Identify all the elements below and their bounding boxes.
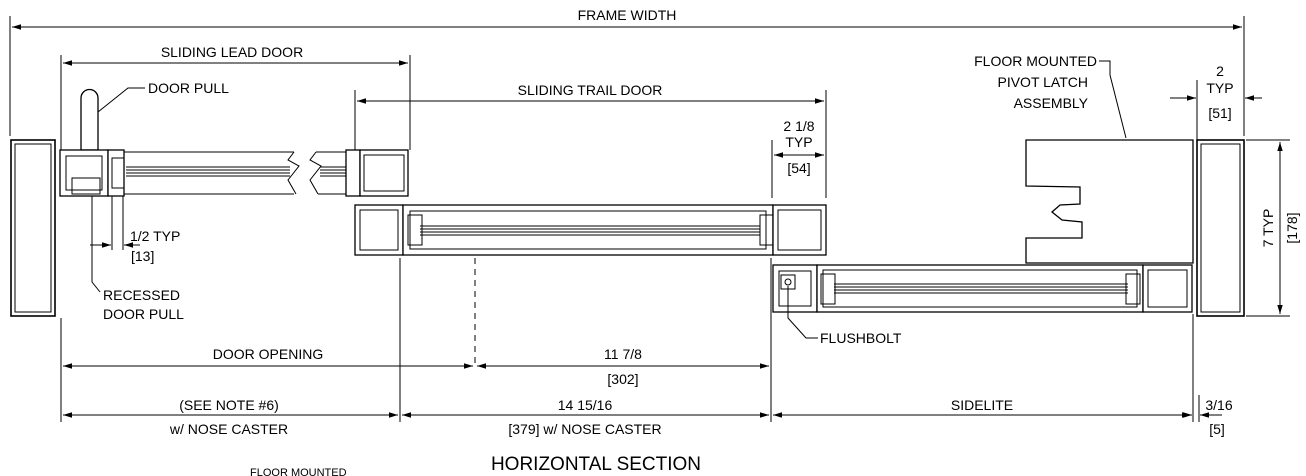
dim-5-label: [5]	[1209, 421, 1225, 437]
frame-width-dimension: FRAME WIDTH	[9, 7, 1245, 136]
door-pull: DOOR PULL	[80, 80, 229, 151]
dim-11-78-label: 11 7/8	[604, 346, 642, 362]
seven-mm-label: [178]	[1284, 212, 1300, 243]
dim-316-label: 3/16	[1205, 397, 1232, 413]
dim-14-label: 14 15/16	[558, 397, 613, 413]
two-eighth-typ-dimension: 2 1/8 TYP [54]	[771, 118, 824, 198]
door-pull-label: DOOR PULL	[148, 80, 229, 96]
seven-typ-dimension: 7 TYP [178]	[1246, 139, 1300, 317]
nose-caster-label: w/ NOSE CASTER	[169, 421, 288, 437]
frame-width-label: FRAME WIDTH	[578, 7, 677, 23]
sliding-trail-door-panel	[354, 204, 827, 256]
recessed-label-1: RECESSED	[103, 287, 180, 303]
typ2-label-a: 2	[1216, 63, 1224, 79]
seven-typ-label: 7 TYP	[1260, 209, 1276, 248]
recessed-door-pull-callout: RECESSED DOOR PULL	[91, 196, 184, 322]
typ2-label-b: TYP	[1206, 80, 1233, 96]
sliding-lead-door-panel	[59, 149, 409, 197]
caster-dimensions: (SEE NOTE #6) w/ NOSE CASTER 14 15/16 [3…	[63, 395, 1233, 437]
half-typ-dimension: 1/2 TYP [13]	[90, 196, 180, 264]
floor-pivot-latch: FLOOR MOUNTED PIVOT LATCH ASSEMBLY	[974, 53, 1194, 264]
recessed-label-2: DOOR PULL	[103, 306, 184, 322]
lower-extension-lines	[60, 258, 1194, 422]
sliding-trail-door-dimension: SLIDING TRAIL DOOR	[354, 82, 827, 198]
section-title: HORIZONTAL SECTION	[491, 454, 701, 475]
typ218-label-b: TYP	[785, 134, 812, 150]
floor-latch-label-1: FLOOR MOUNTED	[974, 53, 1097, 69]
door-opening-label: DOOR OPENING	[213, 346, 323, 362]
left-jamb-inner	[14, 143, 52, 313]
typ2-label-c: [51]	[1208, 105, 1231, 121]
left-jamb	[10, 139, 56, 317]
typ218-label-c: [54]	[787, 160, 810, 176]
two-typ-dimension: 2 TYP [51]	[1170, 63, 1262, 140]
cut-off-text: FLOOR MOUNTED	[250, 467, 347, 476]
right-jamb	[1196, 139, 1245, 317]
see-note-label: (SEE NOTE #6)	[179, 397, 279, 413]
sidelite-label: SIDELITE	[951, 397, 1013, 413]
right-jamb-inner	[1200, 143, 1241, 313]
floor-latch-label-3: ASSEMBLY	[1014, 95, 1089, 111]
sliding-trail-door-label: SLIDING TRAIL DOOR	[518, 82, 663, 98]
door-opening-dimension: DOOR OPENING 11 7/8 [302]	[63, 346, 769, 387]
flushbolt-label: FLUSHBOLT	[820, 330, 902, 346]
typ218-label-a: 2 1/8	[783, 118, 814, 134]
half-typ-label: 1/2 TYP	[130, 228, 180, 244]
floor-latch-label-2: PIVOT LATCH	[997, 74, 1088, 90]
sidelite-panel	[772, 264, 1193, 313]
sliding-lead-door-dimension: SLIDING LEAD DOOR	[60, 44, 411, 150]
dim-379-label: [379] w/ NOSE CASTER	[508, 421, 661, 437]
sliding-lead-door-label: SLIDING LEAD DOOR	[161, 44, 303, 60]
dim-302-label: [302]	[607, 371, 638, 387]
flushbolt-callout: FLUSHBOLT	[787, 286, 902, 346]
half-typ-mm-label: [13]	[131, 248, 154, 264]
